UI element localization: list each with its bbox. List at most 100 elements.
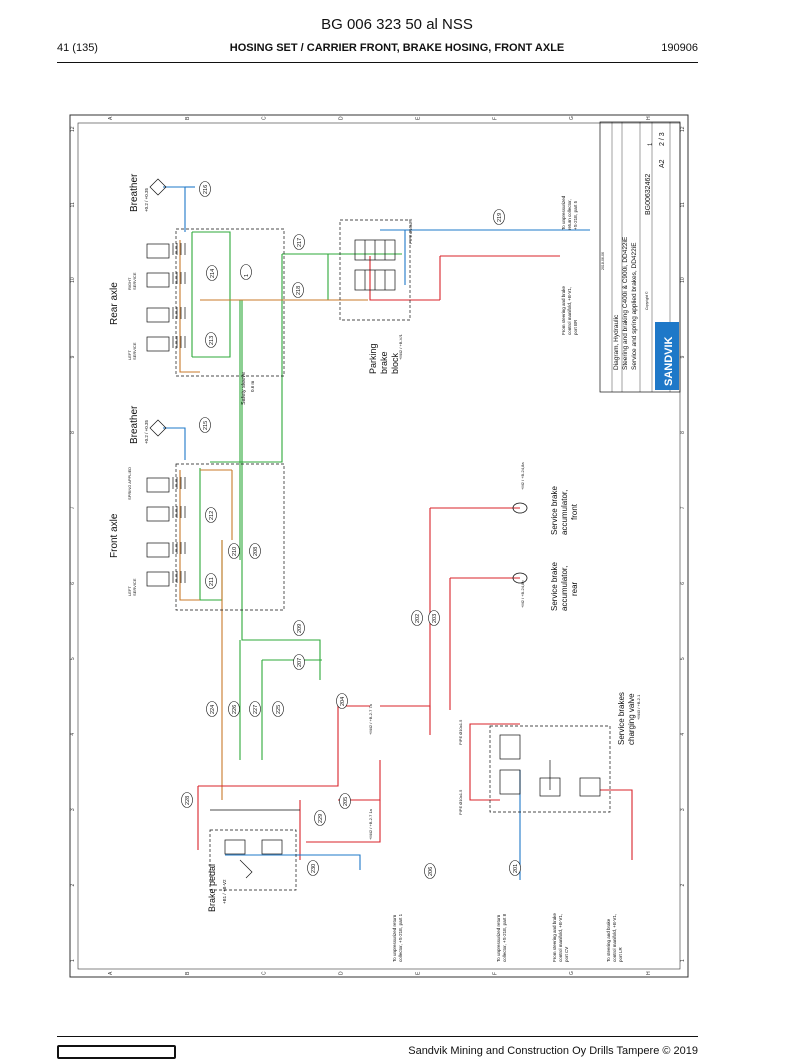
grid-col-label: 6 (680, 582, 686, 585)
brake-pedal-label: Brake pedal (207, 864, 217, 912)
grid-col-label: 6 (70, 582, 76, 585)
component-bubble: 203 (428, 610, 440, 626)
title-block-date: 2018-06-06 (601, 252, 605, 270)
acc-front-label-3: front (570, 503, 579, 520)
svg-text:210: 210 (232, 547, 238, 556)
red-lines (197, 255, 633, 860)
grid-row-label: C (262, 971, 268, 975)
svg-text:225: 225 (276, 705, 282, 714)
svg-text:228: 228 (185, 796, 191, 805)
title-block-revision: 1 (648, 142, 654, 146)
front-axle-brake-units (146, 477, 186, 587)
svg-text:209: 209 (297, 624, 303, 633)
from-steering-1-line-3: port CV (564, 947, 569, 962)
grid-col-label: 2 (680, 884, 686, 887)
svg-text:202: 202 (415, 614, 421, 623)
grid-col-label: 8 (70, 431, 76, 434)
footer-rule (57, 1036, 698, 1037)
title-block-company: SANDVIK (663, 336, 675, 386)
pipe-label-3: PIPE Ø10x1.5 (408, 218, 413, 244)
grid-col-label: 4 (680, 733, 686, 736)
component-bubble: 202 (411, 610, 423, 626)
sandvik-logo (655, 322, 679, 390)
component-bubble: 212 (205, 507, 217, 523)
svg-text:201: 201 (513, 864, 519, 873)
component-bubble: 206 (424, 863, 436, 879)
rear-axle-label: Rear axle (109, 282, 120, 325)
from-steering-1-line-2: control manifold, +B-V1, (558, 914, 563, 962)
from-steering-2-line-2: control manifold, +B-V1, (567, 287, 572, 335)
component-bubble: 225 (272, 701, 284, 717)
grid-row-label: G (569, 116, 575, 120)
grid-row-label: H (646, 116, 652, 120)
grid-row-label: G (569, 971, 575, 975)
svg-text:206: 206 (428, 867, 434, 876)
grid-col-label: 9 (680, 355, 686, 358)
brake-pedal-symbol (224, 839, 283, 879)
component-bubble: 226 (228, 701, 240, 717)
grid-row-label: D (339, 116, 345, 120)
grid-col-label: 10 (680, 277, 686, 283)
grid-col-label: 7 (680, 506, 686, 509)
svg-text:205: 205 (343, 797, 349, 806)
parking-brake-label-2: brake (379, 351, 389, 374)
component-bubble: 216 (199, 181, 211, 197)
to-return-1-line-2: collector, +S-21E, part 1 (398, 913, 403, 962)
pressure-label-3: +M42 / +B-V/1 (398, 333, 403, 360)
title-block-copyright: Copyright © (645, 291, 649, 310)
breather-front-label: Breather (129, 405, 140, 444)
title-block-sheet: 2 / 3 (659, 132, 666, 146)
to-steering-line-3: port LR (618, 946, 623, 962)
drawing-frame (69, 114, 689, 978)
safety-sleeve-length: 0.6 m (250, 380, 255, 392)
from-steering-2-line-1: From steering and brake (561, 285, 566, 335)
component-bubble: 217 (293, 234, 305, 250)
header-rule (57, 62, 698, 63)
svg-text:217: 217 (297, 238, 303, 247)
to-return-2-line-2: collector, +S-21E, part 8 (502, 913, 507, 962)
pressure-label-1: +M42 / +B-2.7 7a (368, 703, 373, 735)
orange-lines (179, 240, 368, 800)
component-bubble: 1 (240, 264, 252, 280)
svg-text:208: 208 (253, 547, 259, 556)
blue-lines (163, 186, 590, 880)
component-bubble: 204 (336, 693, 348, 709)
grid-col-label: 12 (70, 126, 76, 132)
acc-front-label-1: Service brake (550, 486, 559, 535)
rear-axle-brake-units (146, 243, 186, 352)
component-bubble: 210 (228, 543, 240, 559)
component-bubble: 227 (249, 701, 261, 717)
grid-row-label: B (185, 971, 191, 975)
component-bubble: 207 (293, 654, 305, 670)
svg-text:224: 224 (210, 705, 216, 714)
pipe-label-1: PIPE Ø10x1.5 (458, 789, 463, 815)
label-spring-applied-front: SPRING APPLIED (127, 467, 132, 500)
acc-front-code: +M2 / +B-24,8a (520, 462, 525, 490)
from-steering-2-line-3: port BR (573, 319, 578, 335)
charging-valve-label-1: Service brakes (617, 692, 626, 745)
brake-pedal-code: +B1 / +B-V2 (222, 879, 227, 904)
grid-row-label: F (492, 972, 498, 975)
acc-rear-label-1: Service brake (550, 562, 559, 611)
grid-col-label: 3 (680, 808, 686, 811)
component-bubble: 214 (206, 265, 218, 281)
grid-col-label: 3 (70, 808, 76, 811)
component-numbers: 2162152142132172182192102112122082092072… (181, 181, 521, 879)
breather-rear-label: Breather (129, 173, 140, 212)
grid-col-label: 12 (680, 126, 686, 132)
grid-row-label: B (185, 116, 191, 120)
grid-col-label: 8 (680, 431, 686, 434)
to-return-3-line-1: To unpressurized (561, 195, 566, 230)
parking-brake-valve-symbol (354, 239, 396, 291)
svg-text:219: 219 (497, 213, 503, 222)
component-bubble: 219 (493, 209, 505, 225)
svg-text:1: 1 (244, 274, 250, 277)
to-return-1-line-1: To unpressurized return (392, 914, 397, 962)
svg-text:213: 213 (209, 336, 215, 345)
acc-front-label-2: accumulator, (560, 490, 569, 535)
grid-col-label: 7 (70, 506, 76, 509)
black-lines (175, 219, 611, 891)
svg-text:229: 229 (318, 814, 324, 823)
